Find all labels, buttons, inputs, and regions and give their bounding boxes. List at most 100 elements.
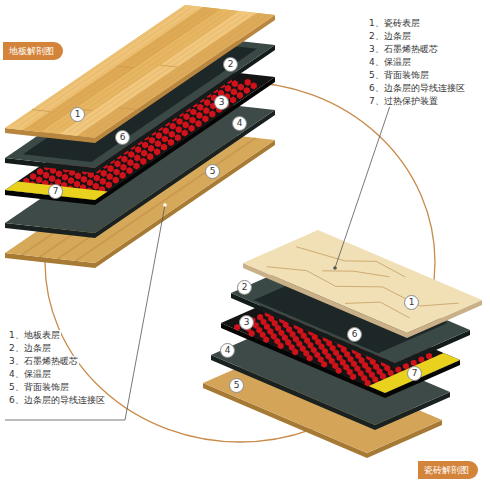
graphene-cell xyxy=(106,181,112,188)
wood-grain xyxy=(11,8,184,126)
graphene-cell xyxy=(264,323,270,330)
graphene-cell xyxy=(307,355,313,362)
graphene-cell xyxy=(128,151,134,158)
part-list-item: 6、边条层的导线连接区 xyxy=(368,83,466,94)
graphene-cell xyxy=(293,336,299,343)
part-list-item: 4、保温层 xyxy=(8,369,52,380)
part-list-item: 3、石墨烯热暖芯 xyxy=(8,356,79,367)
callout-text: 5 xyxy=(210,166,216,176)
callout-number: 3 xyxy=(239,315,254,330)
wood-plank xyxy=(59,11,257,136)
graphene-cell xyxy=(359,357,365,364)
graphene-cell xyxy=(249,330,255,337)
graphene-cell xyxy=(300,345,306,352)
graphene-cell xyxy=(190,108,196,115)
graphene-cell xyxy=(161,144,167,151)
graphene-cell xyxy=(321,361,327,368)
graphene-cell xyxy=(108,165,114,172)
graphene-cell xyxy=(237,92,243,99)
marble-vein xyxy=(322,271,389,277)
graphene-cell xyxy=(263,336,269,343)
graphene-cell xyxy=(231,88,237,95)
callout-number: 1 xyxy=(404,295,419,310)
marble-vein xyxy=(267,267,459,306)
callout-text: 6 xyxy=(120,132,126,142)
graphene-cell xyxy=(56,170,62,177)
graphene-cell xyxy=(372,376,378,383)
wood-grain xyxy=(24,9,197,127)
wood-grain xyxy=(81,15,254,133)
graphene-cell xyxy=(120,172,126,179)
part-list-item: 5、背面装饰层 xyxy=(368,70,430,81)
plank-joint xyxy=(160,65,178,67)
graphene-cell xyxy=(154,148,160,155)
graphene-cell xyxy=(155,140,161,147)
graphene-cell xyxy=(329,358,335,365)
graphene-cell xyxy=(68,177,74,184)
part-list-item: 3、石墨烯热暖芯 xyxy=(368,44,439,55)
graphene-cell xyxy=(183,121,189,128)
graphene-cell xyxy=(81,176,87,183)
marble-vein xyxy=(345,302,409,318)
graphene-cell xyxy=(344,351,350,358)
graphene-cell xyxy=(163,127,169,134)
graphene-cell xyxy=(149,137,155,144)
callout-number: 4 xyxy=(232,116,247,131)
graphene-cell xyxy=(121,156,127,163)
graphene-cell xyxy=(388,370,394,377)
graphene-cell xyxy=(196,112,202,119)
graphene-cell xyxy=(366,367,372,374)
graphene-cell xyxy=(322,348,328,355)
graphene-cell xyxy=(170,123,176,130)
part-list-item: 1、瓷砖表层 xyxy=(368,18,421,29)
graphene-cell xyxy=(343,364,349,371)
graphene-cell xyxy=(232,80,238,87)
graphene-cell xyxy=(141,150,147,157)
graphene-cell xyxy=(256,327,262,334)
callout-number: 2 xyxy=(223,57,238,72)
wood-grain xyxy=(68,14,241,132)
callout-text: 3 xyxy=(219,97,225,107)
wood-grain xyxy=(43,11,216,129)
graphene-cell xyxy=(127,159,133,166)
graphene-cell xyxy=(176,126,182,133)
graphene-cell xyxy=(251,82,257,89)
wood-surface-layer xyxy=(5,5,275,138)
leader-dot xyxy=(333,266,337,270)
callout-text: 7 xyxy=(412,368,418,378)
tile-surface-layer xyxy=(243,230,482,333)
graphene-cell xyxy=(350,373,356,380)
graphene-cell xyxy=(177,118,183,125)
graphene-cell xyxy=(140,158,146,165)
graphene-cell xyxy=(315,339,321,346)
callout-number: 5 xyxy=(205,164,220,179)
callout-text: 1 xyxy=(409,297,415,307)
graphene-cell xyxy=(156,132,162,139)
graphene-cell xyxy=(202,115,208,122)
graphene-cell xyxy=(75,172,81,179)
wood-grain xyxy=(62,13,235,131)
graphene-cell xyxy=(93,183,99,190)
graphene-cell xyxy=(330,345,336,352)
callout-number: 7 xyxy=(48,184,63,199)
callout-text: 7 xyxy=(53,186,59,196)
graphene-cell xyxy=(204,99,210,106)
graphene-cell xyxy=(272,320,278,327)
graphene-cell xyxy=(148,145,154,152)
graphene-cell xyxy=(43,172,49,179)
section-tag: 地板解剖图 xyxy=(3,42,63,60)
graphene-cell xyxy=(358,370,364,377)
graphene-cell xyxy=(182,129,188,136)
callout-text: 2 xyxy=(242,282,248,292)
graphene-cell xyxy=(245,79,251,86)
graphene-cell xyxy=(271,333,277,340)
graphene-cell xyxy=(133,162,139,169)
wood-grain xyxy=(30,10,203,128)
graphene-cell xyxy=(49,175,55,182)
graphene-cell xyxy=(195,120,201,127)
graphene-cell xyxy=(286,326,292,333)
graphene-cell xyxy=(175,134,181,141)
graphene-cell xyxy=(337,354,343,361)
callout-text: 4 xyxy=(225,345,231,355)
callout-text: 3 xyxy=(244,317,250,327)
